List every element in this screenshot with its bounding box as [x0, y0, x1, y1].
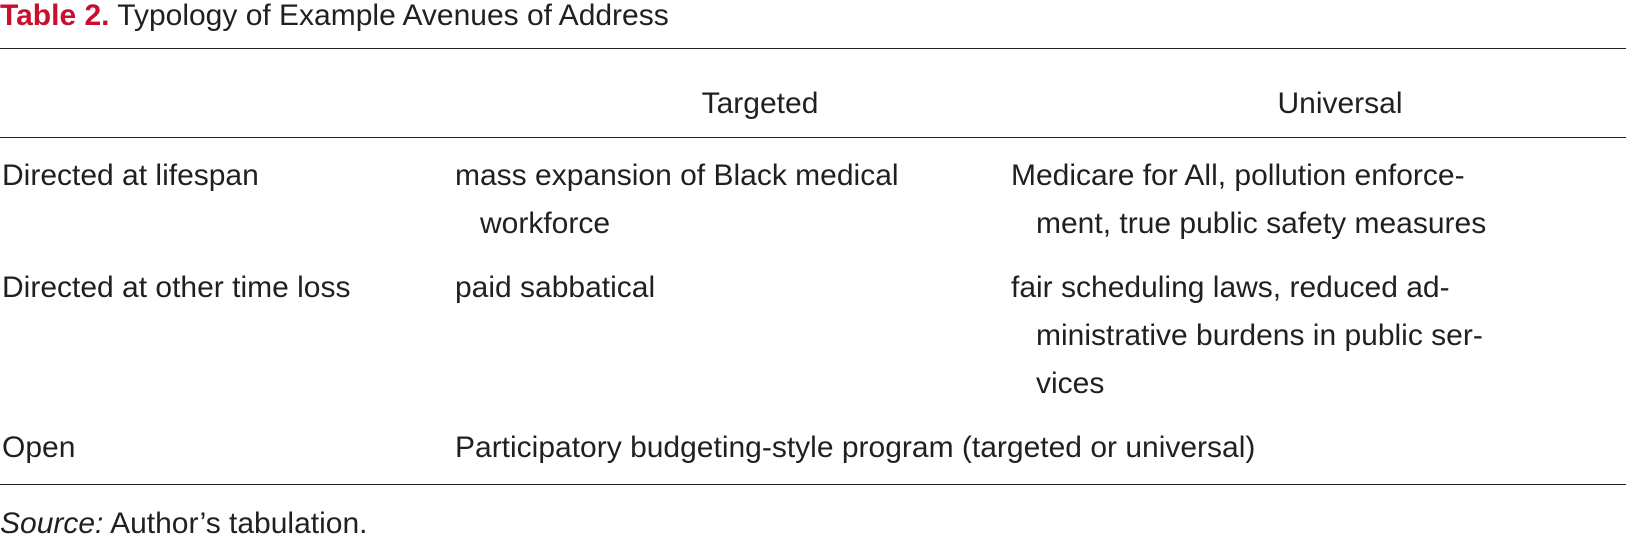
universal-cell-line: ministrative burdens in public ser-	[1036, 319, 1483, 352]
table-number: Table 2.	[0, 0, 110, 32]
column-header-universal: Universal	[1277, 87, 1403, 120]
spanning-cell: Participatory budgeting-style program (t…	[455, 431, 1256, 464]
bottom-rule	[0, 484, 1626, 485]
source-label: Source:	[0, 507, 104, 540]
universal-cell-line: Medicare for All, pollution enforce-	[1011, 159, 1465, 192]
row-label: Directed at lifespan	[2, 159, 259, 192]
universal-cell-line: ment, true public safety measures	[1036, 207, 1487, 240]
top-rule	[0, 48, 1626, 49]
table-caption: Table 2. Typology of Example Avenues of …	[0, 0, 669, 34]
universal-cell-line: vices	[1036, 367, 1105, 400]
source-text: Author’s tabulation.	[110, 507, 368, 540]
universal-cell-line: fair scheduling laws, reduced ad-	[1011, 271, 1450, 304]
row-label: Open	[2, 431, 76, 464]
row-label: Directed at other time loss	[2, 271, 351, 304]
column-header-targeted: Targeted	[701, 87, 819, 120]
table-source-note: Source: Author’s tabulation.	[0, 500, 367, 548]
targeted-cell-line: workforce	[480, 207, 611, 240]
table-title: Typology of Example Avenues of Address	[117, 0, 669, 32]
targeted-cell-line: paid sabbatical	[455, 271, 656, 304]
targeted-cell-line: mass expansion of Black medical	[455, 159, 899, 192]
header-rule	[0, 137, 1626, 138]
